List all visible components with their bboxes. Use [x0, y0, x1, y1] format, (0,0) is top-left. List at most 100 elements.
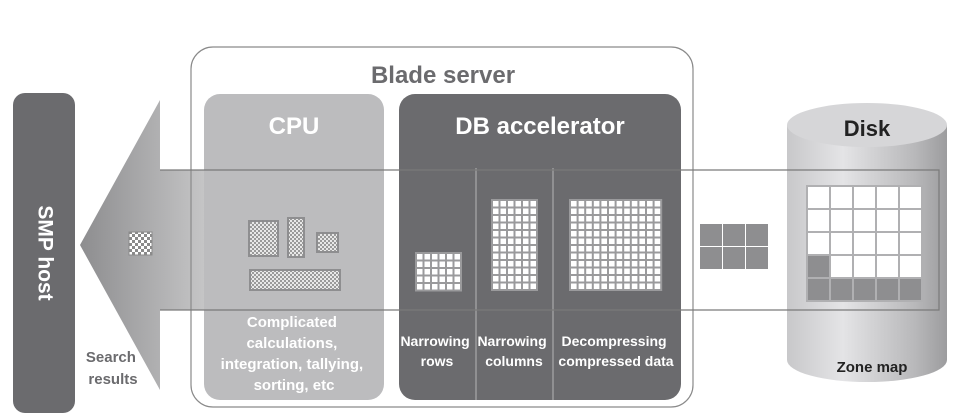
decomp-grid-cell	[578, 283, 585, 289]
rows-grid-cell	[439, 276, 445, 282]
zone-map-cell	[877, 210, 898, 231]
zone-map-cell	[831, 210, 852, 231]
decomp-grid-cell	[654, 231, 661, 237]
decomp-grid-cell	[586, 246, 592, 252]
decomp-grid-cell	[571, 253, 577, 259]
zone-map-cell-selected	[808, 256, 829, 277]
cols-grid-cell	[523, 201, 529, 207]
decomp-grid-cell	[609, 283, 615, 289]
decomp-grid-cell	[647, 201, 653, 207]
decomp-grid-cell	[639, 261, 645, 267]
cols-grid-cell	[530, 223, 536, 229]
decomp-grid-cell	[578, 231, 585, 237]
decomp-grid-cell	[609, 231, 615, 237]
decomp-grid-cell	[609, 238, 615, 244]
decomp-grid-cell	[647, 268, 653, 274]
cols-grid-cell	[500, 268, 506, 274]
decomp-grid-cell	[593, 253, 600, 259]
decomp-grid-cell	[609, 261, 615, 267]
decomp-grid-cell	[654, 216, 661, 222]
decomp-grid-cell	[616, 201, 623, 207]
decomp-grid-cell	[631, 223, 638, 229]
cols-grid-cell	[530, 238, 536, 244]
zone-map-cell	[854, 210, 875, 231]
rows-grid-cell	[417, 276, 423, 282]
rows-grid-cell	[417, 269, 423, 275]
cols-grid-cell	[493, 268, 499, 274]
cols-grid-cell	[523, 276, 529, 282]
decomp-grid-cell	[631, 283, 638, 289]
cpu-block	[248, 220, 279, 257]
zone-map-cell	[808, 187, 829, 208]
blade-server-title: Blade server	[371, 62, 515, 89]
decomp-grid-cell	[616, 283, 623, 289]
cols-grid-cell	[500, 216, 506, 222]
decomp-grid-cell	[647, 231, 653, 237]
rows-grid-cell	[432, 276, 438, 282]
decomp-grid-cell	[578, 276, 585, 282]
decomp-grid-cell	[593, 208, 600, 214]
decomp-grid-cell	[647, 283, 653, 289]
cols-grid-cell	[515, 283, 521, 289]
decomp-grid-cell	[654, 208, 661, 214]
stage-label-narrowing-columns: Narrowing columns	[477, 333, 550, 369]
decomp-grid-cell	[601, 268, 607, 274]
decomp-grid-cell	[593, 246, 600, 252]
cols-grid-cell	[508, 223, 514, 229]
cols-grid-cell	[493, 223, 499, 229]
decomp-grid-cell	[616, 216, 623, 222]
decomp-grid-cell	[586, 253, 592, 259]
decomp-grid-cell	[601, 246, 607, 252]
decomp-grid-cell	[616, 223, 623, 229]
decomp-grid-cell	[654, 268, 661, 274]
decomp-grid-cell	[639, 223, 645, 229]
decomp-grid-cell	[609, 246, 615, 252]
cols-grid-cell	[493, 231, 499, 237]
decomp-grid-cell	[654, 276, 661, 282]
cols-grid-cell	[508, 283, 514, 289]
cols-grid-cell	[508, 253, 514, 259]
transferred-block	[723, 247, 745, 269]
decomp-grid-cell	[571, 268, 577, 274]
cols-grid-cell	[523, 231, 529, 237]
cols-grid-cell	[493, 246, 499, 252]
narrowing-rows-grid	[415, 252, 462, 292]
cols-grid-cell	[530, 216, 536, 222]
search-result-chip	[128, 231, 153, 256]
decomp-grid-cell	[601, 261, 607, 267]
decomp-grid-cell	[586, 276, 592, 282]
decomp-grid-cell	[593, 276, 600, 282]
cols-grid-cell	[500, 238, 506, 244]
decomp-grid-cell	[586, 231, 592, 237]
disk-title: Disk	[844, 116, 891, 141]
decomp-grid-cell	[578, 268, 585, 274]
cols-grid-cell	[530, 246, 536, 252]
decomp-grid-cell	[654, 253, 661, 259]
decomp-grid-cell	[578, 223, 585, 229]
decomp-grid-cell	[624, 201, 630, 207]
transferred-block	[723, 224, 745, 246]
rows-grid-cell	[454, 254, 460, 260]
decomp-grid-cell	[571, 223, 577, 229]
decomp-grid-cell	[586, 208, 592, 214]
decomp-grid-cell	[571, 246, 577, 252]
zone-map-cell	[900, 187, 921, 208]
decomp-grid-cell	[624, 246, 630, 252]
rows-grid-cell	[439, 261, 445, 267]
decomp-grid-cell	[647, 216, 653, 222]
stage-label-narrowing-rows: Narrowing rows	[400, 333, 473, 369]
decomp-grid-cell	[647, 253, 653, 259]
cols-grid-cell	[530, 201, 536, 207]
decomp-grid-cell	[609, 216, 615, 222]
decomp-grid-cell	[593, 268, 600, 274]
decomp-grid-cell	[601, 201, 607, 207]
rows-grid-cell	[424, 276, 430, 282]
zone-map-cell	[877, 233, 898, 254]
cols-grid-cell	[515, 268, 521, 274]
zone-map-cell-selected	[877, 279, 898, 300]
decomp-grid-cell	[609, 201, 615, 207]
cols-grid-cell	[500, 276, 506, 282]
decomp-grid-cell	[578, 238, 585, 244]
decomp-grid-cell	[571, 201, 577, 207]
